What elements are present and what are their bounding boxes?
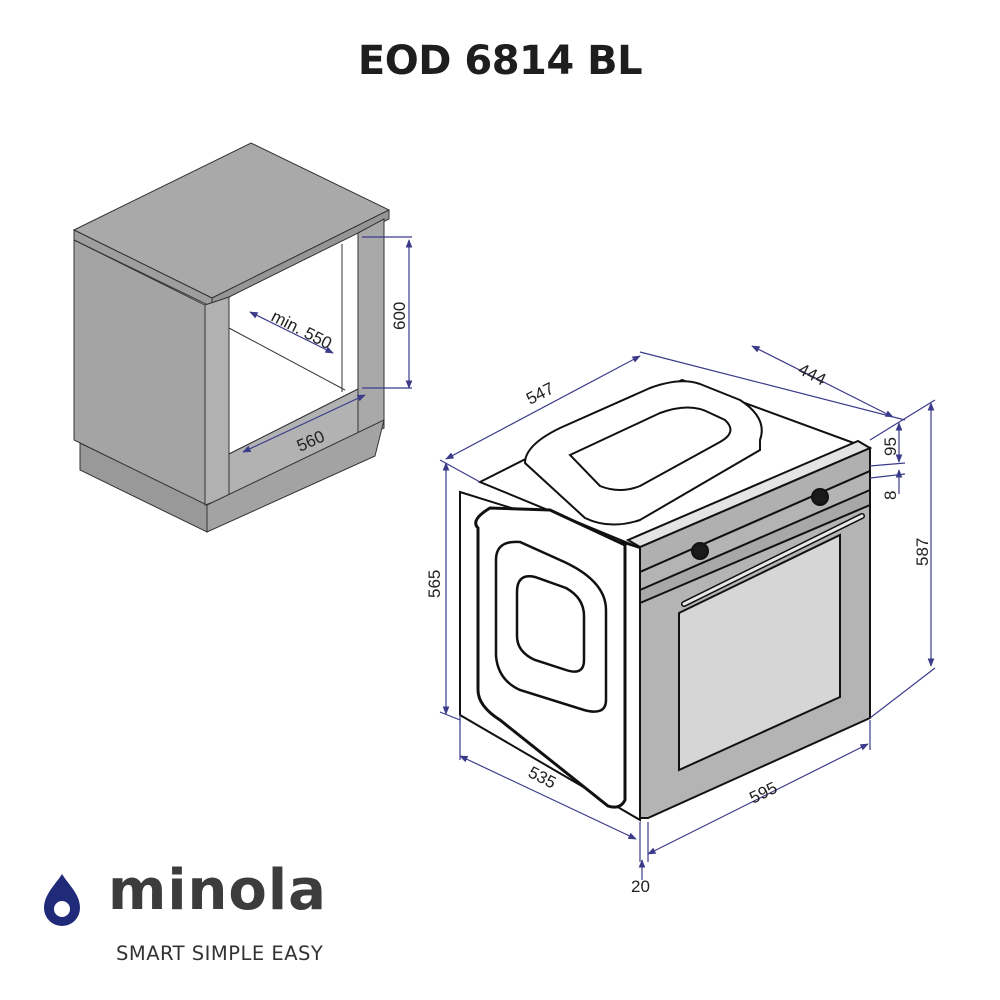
oven-dimensions [439, 345, 936, 880]
product-title: EOD 6814 BL [357, 38, 643, 84]
dim-oven-front-thickness: 20 [631, 877, 650, 896]
oven-illustration [459, 378, 873, 822]
dim-oven-gap: 8 [881, 491, 900, 500]
brand-tagline: SMART SIMPLE EASY [116, 942, 324, 965]
dim-cabinet-height: 600 [390, 302, 409, 330]
cabinet-illustration [72, 142, 391, 533]
water-drop-icon [44, 874, 80, 926]
cabinet-dimensions [242, 236, 413, 453]
dim-oven-front-width: 595 [746, 778, 780, 808]
dim-oven-top-depth: 547 [523, 379, 557, 409]
brand-logo: minola [40, 858, 326, 935]
dim-oven-body-height: 565 [425, 570, 444, 598]
dim-oven-front-height: 587 [913, 538, 932, 566]
dim-oven-control-panel-height: 95 [881, 437, 900, 456]
brand-name: minola [108, 858, 327, 923]
dim-oven-top-width: 444 [795, 360, 829, 390]
